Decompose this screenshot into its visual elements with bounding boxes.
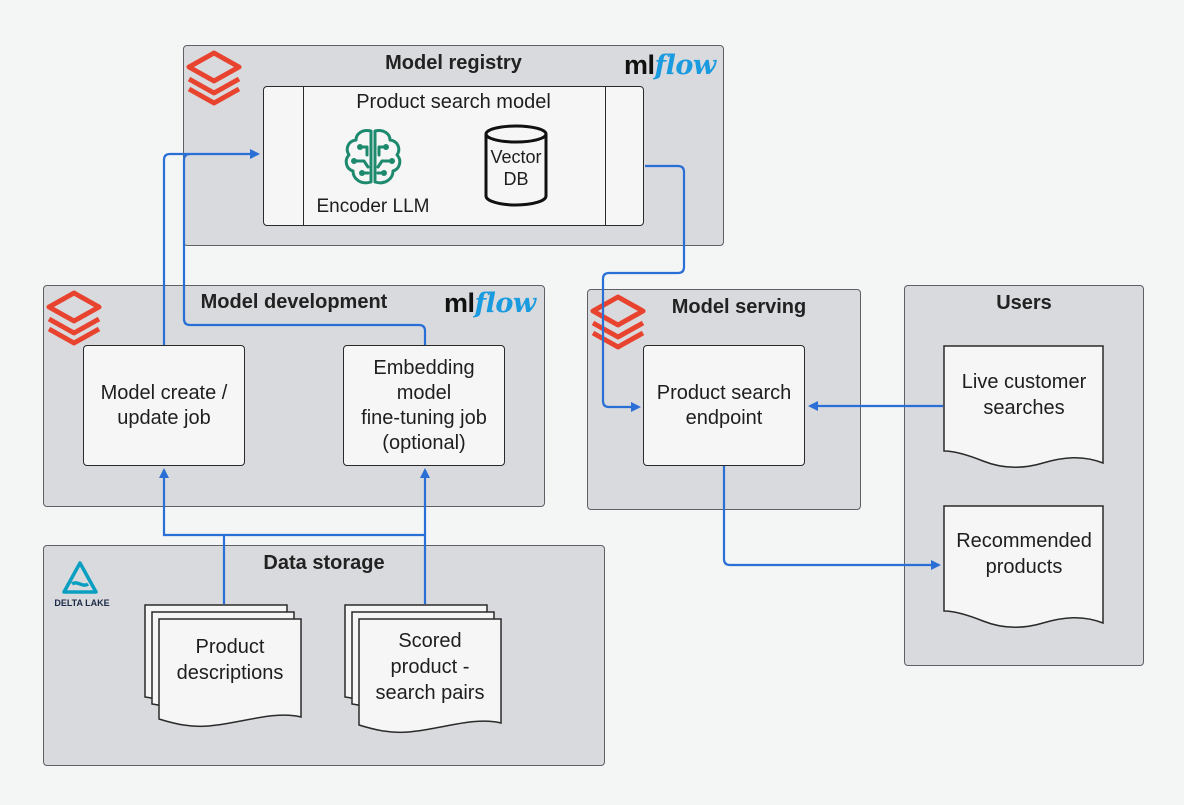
product-search-model-title: Product search model	[356, 91, 551, 113]
scored-pairs-label: Scored product - search pairs	[375, 630, 485, 704]
product-descriptions-doc-stack	[144, 604, 302, 728]
recommended-document-icon	[943, 505, 1104, 628]
product-descriptions-label: Product descriptions	[176, 636, 284, 684]
scored-pairs-doc-stack	[344, 604, 502, 734]
databricks-icon	[186, 50, 242, 106]
arrow-finetune-to-registry	[182, 152, 427, 345]
mlflow-logo-development: mlflow	[444, 288, 536, 319]
databricks-icon	[46, 290, 102, 346]
model-create-update-job: Model create / update job	[83, 345, 245, 466]
model-development-title: Model development	[200, 291, 388, 313]
model-right-divider	[605, 87, 606, 225]
encoder-llm-label: Encoder LLM	[316, 196, 430, 217]
delta-lake-logo-text: DELTA LAKE	[54, 598, 110, 608]
users-title: Users	[996, 292, 1052, 314]
arrow-endpoint-to-recommended	[722, 466, 941, 570]
model-serving-title: Model serving	[671, 296, 807, 318]
embedding-finetuning-job: Embedding model fine-tuning job (optiona…	[343, 345, 505, 466]
delta-lake-icon	[62, 561, 98, 594]
live-customer-searches-label: Live customer searches	[961, 371, 1087, 419]
databricks-icon	[590, 294, 646, 350]
live-searches-document-icon	[943, 345, 1104, 468]
product-search-endpoint: Product search endpoint	[643, 345, 805, 466]
brain-icon	[344, 129, 402, 185]
model-left-divider	[303, 87, 304, 225]
data-storage-panel: Data storage	[43, 545, 605, 766]
arrow-create-job-to-registry	[162, 149, 260, 345]
mlflow-logo-registry: mlflow	[624, 50, 716, 81]
vector-db-label: Vector DB	[490, 147, 542, 189]
vector-db-icon	[484, 124, 548, 207]
data-storage-title: Data storage	[263, 552, 385, 574]
product-search-model-box: Product search model Encoder LLM Vector …	[263, 86, 644, 226]
recommended-products-label: Recommended products	[956, 530, 1092, 578]
arrow-registry-to-endpoint	[601, 164, 686, 412]
arrow-descriptions-to-create-job	[159, 468, 226, 604]
arrow-storage-to-finetune-job	[224, 468, 430, 537]
model-registry-title: Model registry	[385, 52, 522, 74]
